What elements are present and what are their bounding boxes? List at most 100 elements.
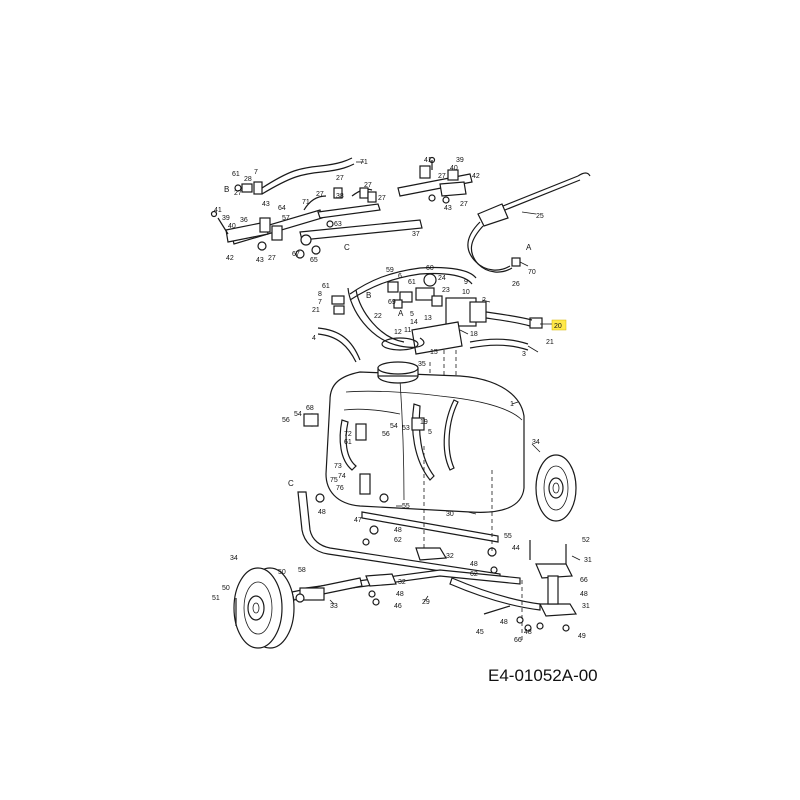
part-label: 48 bbox=[470, 561, 478, 568]
part-label: 14 bbox=[410, 319, 418, 326]
part-label: 43 bbox=[256, 257, 264, 264]
part-label: 35 bbox=[418, 361, 426, 368]
part-label: 52 bbox=[582, 537, 590, 544]
part-label: 56 bbox=[382, 431, 390, 438]
part-label: 54 bbox=[390, 423, 398, 430]
connection-letter-c: C bbox=[288, 479, 294, 488]
part-label: 11 bbox=[404, 327, 411, 334]
part-label: 19 bbox=[420, 419, 428, 426]
part-label: 8 bbox=[318, 291, 322, 298]
part-label: 45 bbox=[476, 629, 484, 636]
part-label: 12 bbox=[394, 329, 402, 336]
part-label: 61 bbox=[408, 279, 416, 286]
part-label: 50 bbox=[278, 569, 286, 576]
part-label: 61 bbox=[322, 283, 330, 290]
connection-letter-b: B bbox=[366, 291, 371, 300]
part-label: 29 bbox=[422, 599, 430, 606]
part-label: 32 bbox=[398, 579, 406, 586]
part-label: 10 bbox=[462, 289, 470, 296]
part-label: 22 bbox=[374, 313, 382, 320]
part-label: 67 bbox=[292, 251, 300, 258]
part-label: 27 bbox=[268, 255, 276, 262]
part-label: 34 bbox=[230, 555, 238, 562]
part-label: 48 bbox=[318, 509, 326, 516]
part-label: 21 bbox=[546, 339, 554, 346]
part-label: 70 bbox=[528, 269, 536, 276]
spray-tank bbox=[303, 361, 525, 513]
part-label: 7 bbox=[318, 299, 322, 306]
part-label: 71 bbox=[360, 159, 368, 166]
part-label: 46 bbox=[394, 603, 402, 610]
part-label: 56 bbox=[282, 417, 290, 424]
part-label: 47 bbox=[354, 517, 362, 524]
trailer-frame bbox=[291, 446, 578, 640]
part-label: 42 bbox=[472, 173, 480, 180]
part-label: 53 bbox=[402, 425, 410, 432]
part-label: 27 bbox=[460, 201, 468, 208]
leader-lines bbox=[329, 161, 581, 605]
part-label: 60 bbox=[426, 265, 434, 272]
part-label: 68 bbox=[306, 405, 314, 412]
part-label: 63 bbox=[334, 221, 342, 228]
part-label: 43 bbox=[262, 201, 270, 208]
part-label: 21 bbox=[312, 307, 320, 314]
part-label: 5 bbox=[428, 429, 432, 436]
part-label: 40 bbox=[450, 165, 458, 172]
part-label: 48 bbox=[396, 591, 404, 598]
part-label: 51 bbox=[212, 595, 220, 602]
part-label: 41 bbox=[214, 207, 222, 214]
part-label: 27 bbox=[378, 195, 386, 202]
part-label: 50 bbox=[222, 585, 230, 592]
part-label: 27 bbox=[364, 182, 372, 189]
part-label: 72 bbox=[344, 431, 352, 438]
part-label: 48 bbox=[524, 629, 532, 636]
part-label: 74 bbox=[338, 473, 346, 480]
part-label: 20 bbox=[554, 323, 562, 330]
part-label: 48 bbox=[394, 527, 402, 534]
part-label: 28 bbox=[244, 176, 252, 183]
part-label: 9 bbox=[464, 279, 468, 286]
part-label: 39 bbox=[456, 157, 464, 164]
part-label: 65 bbox=[310, 257, 318, 264]
part-label: 5 bbox=[410, 311, 414, 318]
part-label: 27 bbox=[234, 190, 242, 197]
part-label: 27 bbox=[438, 173, 446, 180]
part-label: 48 bbox=[500, 619, 508, 626]
part-label: 1 bbox=[510, 401, 514, 408]
part-label: 42 bbox=[226, 255, 234, 262]
highlighted-part-marker bbox=[551, 319, 567, 331]
part-label: 75 bbox=[330, 477, 338, 484]
left-boom-assembly bbox=[210, 157, 423, 259]
connection-letter-a: A bbox=[526, 243, 532, 252]
part-label: 13 bbox=[424, 315, 432, 322]
part-label: 76 bbox=[336, 485, 344, 492]
part-label: 6 bbox=[398, 273, 402, 280]
part-label: 61 bbox=[344, 439, 352, 446]
part-label: 59 bbox=[386, 267, 394, 274]
part-label: 33 bbox=[330, 603, 338, 610]
part-label: 23 bbox=[442, 287, 450, 294]
part-labels: 71 61 7 28 27 43 27 27 38 27 27 71 41 39… bbox=[212, 157, 592, 644]
part-label: 66 bbox=[514, 637, 522, 644]
part-label: 38 bbox=[336, 193, 344, 200]
part-label: 66 bbox=[580, 577, 588, 584]
connection-letter-a: A bbox=[398, 309, 404, 318]
part-label: 4 bbox=[312, 335, 316, 342]
part-label: 41 bbox=[424, 157, 432, 164]
part-label: 69 bbox=[388, 299, 396, 306]
part-label: 49 bbox=[578, 633, 586, 640]
part-label: 44 bbox=[512, 545, 520, 552]
part-label: 18 bbox=[470, 331, 478, 338]
part-label: 7 bbox=[254, 169, 258, 176]
part-label: 37 bbox=[412, 231, 420, 238]
part-label: 55 bbox=[504, 533, 512, 540]
part-label: 57 bbox=[282, 215, 290, 222]
part-label: 55 bbox=[402, 503, 410, 510]
part-label: 58 bbox=[298, 567, 306, 574]
part-label: 32 bbox=[446, 553, 454, 560]
part-label: 73 bbox=[334, 463, 342, 470]
part-label: 3 bbox=[522, 351, 526, 358]
right-wheel bbox=[535, 454, 577, 522]
connection-letter-b: B bbox=[224, 185, 229, 194]
